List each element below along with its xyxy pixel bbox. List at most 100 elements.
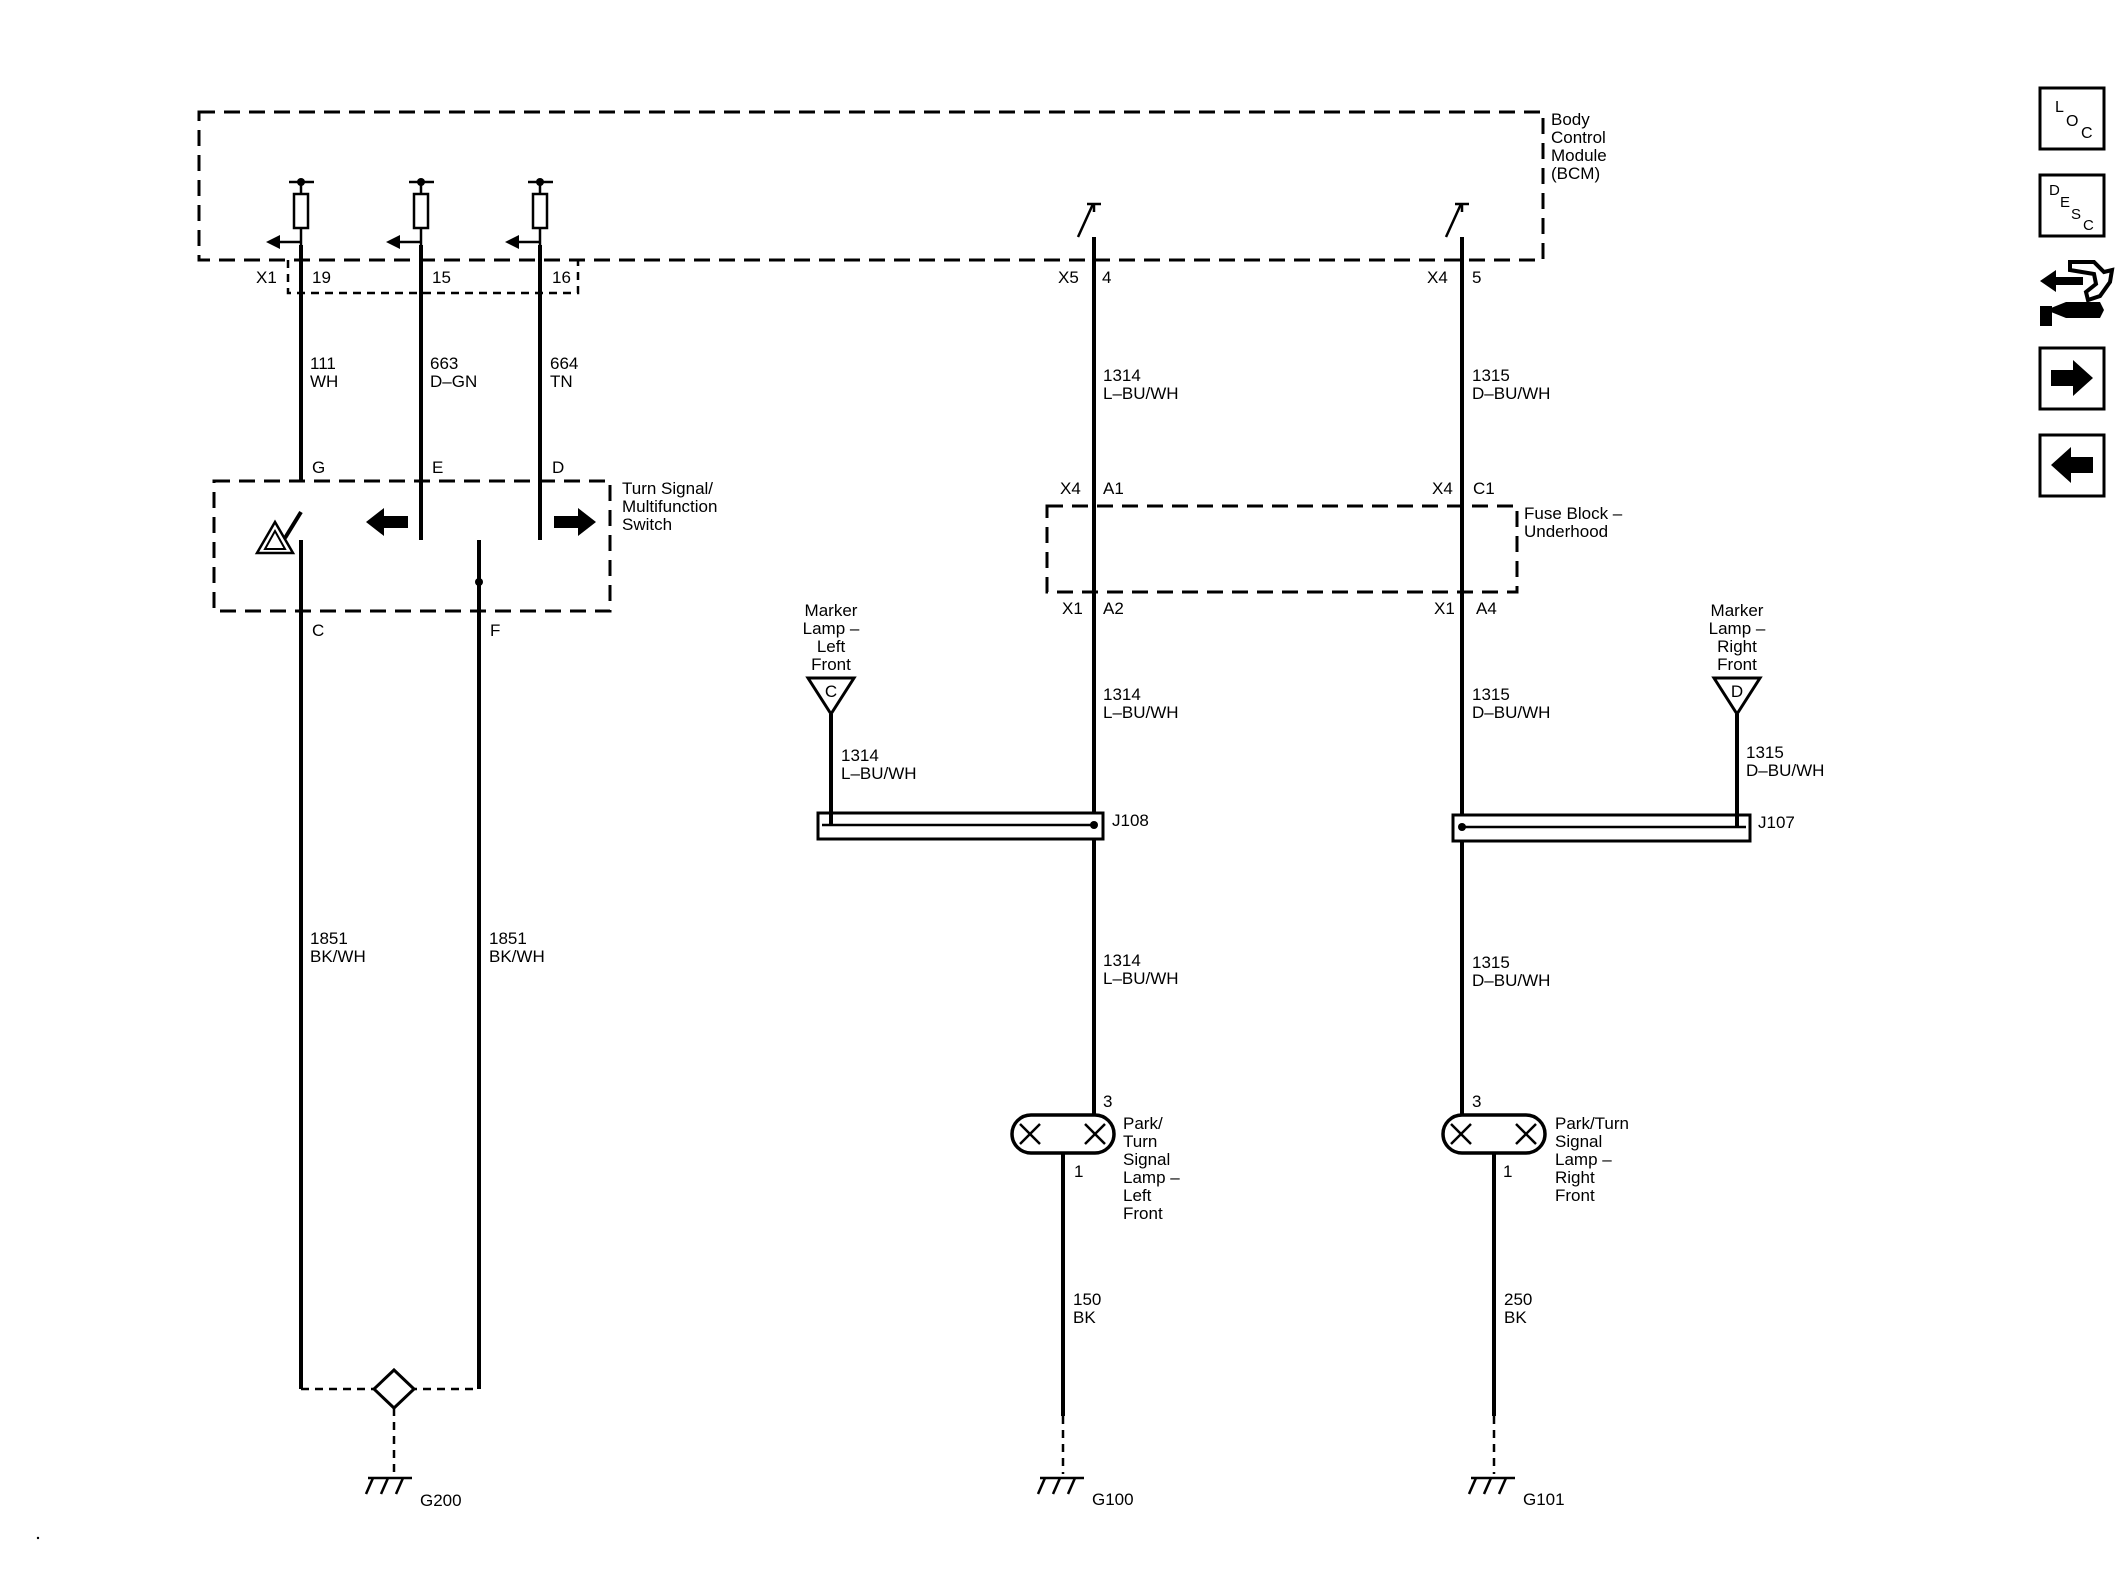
lamp-right-label-line-2: Signal xyxy=(1555,1132,1602,1151)
bcm-label-line-3: Module xyxy=(1551,146,1607,165)
bcm-pin-16: 16 xyxy=(552,268,571,287)
wire-111-circuit: 111 xyxy=(310,354,336,373)
wire-664-color: TN xyxy=(550,372,573,391)
previous-page-button[interactable] xyxy=(2038,433,2106,498)
wire-1315-c-color: D–BU/WH xyxy=(1472,971,1550,990)
splice-j108-label: J108 xyxy=(1112,811,1149,830)
wire-1851-left-color: BK/WH xyxy=(310,947,366,966)
wire-1851-right-color: BK/WH xyxy=(489,947,545,966)
loc-letter-2: O xyxy=(2066,113,2078,130)
lamp-right-label-line-4: Right xyxy=(1555,1168,1595,1187)
lamp-left-label-line-4: Lamp – xyxy=(1123,1168,1180,1187)
next-page-button[interactable] xyxy=(2038,346,2106,411)
desc-icon: D E S C xyxy=(2049,182,2094,234)
wire-663-color: D–GN xyxy=(430,372,477,391)
ground-g100: G100 xyxy=(1036,1476,1134,1509)
wire-1315-a-color: D–BU/WH xyxy=(1472,384,1550,403)
bcm-driver-16 xyxy=(505,178,553,249)
connector-tool-button[interactable] xyxy=(2040,260,2115,326)
wire-1314-c-circuit: 1314 xyxy=(1103,951,1141,970)
wire-1314-b-circuit: 1314 xyxy=(1103,685,1141,704)
loc-letter-1: L xyxy=(2055,99,2064,116)
marker-right-label-line-1: Marker xyxy=(1711,601,1764,620)
marker-right-label-line-2: Lamp – xyxy=(1709,619,1766,638)
bcm-connector-x4: X4 xyxy=(1427,268,1448,287)
ground-g101-label: G101 xyxy=(1523,1490,1565,1509)
park-turn-lamp-right-front: 3 1 Park/Turn Signal Lamp – Right Front xyxy=(1441,1092,1629,1205)
fuse-block-pin-a1: A1 xyxy=(1103,479,1124,498)
ground-g100-label: G100 xyxy=(1092,1490,1134,1509)
fuse-block-underhood: Fuse Block – Underhood X4 A1 X4 C1 X1 A2… xyxy=(1045,479,1623,618)
marker-right-label-line-3: Right xyxy=(1717,637,1757,656)
lamp-right-label-line-3: Lamp – xyxy=(1555,1150,1612,1169)
bcm-switch-4 xyxy=(1076,202,1101,238)
wire-1314-marker-circuit: 1314 xyxy=(841,746,879,765)
marker-left-pin: C xyxy=(825,682,837,701)
bcm-label-line-1: Body xyxy=(1551,110,1590,129)
switch-pin-f: F xyxy=(490,621,500,640)
wire-250-color: BK xyxy=(1504,1308,1527,1327)
bcm-driver-15 xyxy=(386,178,434,249)
splice-j108: J108 xyxy=(816,811,1149,841)
turn-right-arrow-icon xyxy=(554,508,596,536)
lamp-left-label-line-6: Front xyxy=(1123,1204,1163,1223)
marker-right-pin: D xyxy=(1731,682,1743,701)
switch-pin-g: G xyxy=(312,458,325,477)
arrow-left-icon xyxy=(2051,447,2093,483)
marker-left-label-line-2: Lamp – xyxy=(803,619,860,638)
bcm-driver-19 xyxy=(266,178,314,249)
marker-left-label-line-1: Marker xyxy=(805,601,858,620)
wire-1314-c-color: L–BU/WH xyxy=(1103,969,1179,988)
wire-1314-a-color: L–BU/WH xyxy=(1103,384,1179,403)
wire-1315-a-circuit: 1315 xyxy=(1472,366,1510,385)
wire-1315-marker-circuit: 1315 xyxy=(1746,743,1784,762)
wire-1851-left-circuit: 1851 xyxy=(310,929,348,948)
lamp-right-pin-3: 3 xyxy=(1472,1092,1481,1111)
turn-left-arrow-icon xyxy=(366,508,408,536)
bcm-module: Body Control Module (BCM) xyxy=(197,110,1607,295)
ground-g200-label: G200 xyxy=(420,1491,462,1510)
fuse-block-label-line-1: Fuse Block – xyxy=(1524,504,1623,523)
fuse-block-pin-a4: A4 xyxy=(1476,599,1497,618)
bcm-label-line-2: Control xyxy=(1551,128,1606,147)
lamp-left-pin-1: 1 xyxy=(1074,1162,1083,1181)
arrow-right-icon xyxy=(2051,360,2093,396)
wire-1315-b-circuit: 1315 xyxy=(1472,685,1510,704)
switch-label-line-1: Turn Signal/ xyxy=(622,479,713,498)
wire-150-circuit: 150 xyxy=(1073,1290,1101,1309)
fuse-block-x4-right: X4 xyxy=(1432,479,1453,498)
wire-1851-right-circuit: 1851 xyxy=(489,929,527,948)
switch-pin-d: D xyxy=(552,458,564,477)
marker-left-label-line-4: Front xyxy=(811,655,851,674)
splice-j107: J107 xyxy=(1451,813,1795,843)
wire-250-circuit: 250 xyxy=(1504,1290,1532,1309)
loc-letter-3: C xyxy=(2081,125,2093,142)
loc-button[interactable]: L O C xyxy=(2038,86,2106,151)
lamp-left-label-line-2: Turn xyxy=(1123,1132,1157,1151)
switch-pin-c: C xyxy=(312,621,324,640)
desc-letter-4: C xyxy=(2083,217,2094,234)
marker-left-label-line-3: Left xyxy=(817,637,846,656)
fuse-block-pin-a2: A2 xyxy=(1103,599,1124,618)
marker-right-label-line-4: Front xyxy=(1717,655,1757,674)
lamp-left-label-line-5: Left xyxy=(1123,1186,1152,1205)
splice-j107-label: J107 xyxy=(1758,813,1795,832)
wire-150-color: BK xyxy=(1073,1308,1096,1327)
bcm-pin-15: 15 xyxy=(432,268,451,287)
bcm-pin-19: 19 xyxy=(312,268,331,287)
ground-g200: G200 xyxy=(364,1476,462,1510)
lamp-right-label-line-5: Front xyxy=(1555,1186,1595,1205)
wire-1314-b-color: L–BU/WH xyxy=(1103,703,1179,722)
wire-1314-marker-color: L–BU/WH xyxy=(841,764,917,783)
ground-g101: G101 xyxy=(1467,1476,1565,1509)
wire-664-circuit: 664 xyxy=(550,354,578,373)
connector-tool-icon xyxy=(2040,260,2115,326)
loc-icon: L O C xyxy=(2055,99,2093,142)
ground-splice-diamond xyxy=(371,1367,417,1411)
turn-signal-switch: Turn Signal/ Multifunction Switch G E D … xyxy=(212,458,717,640)
lamp-left-label-line-1: Park/ xyxy=(1123,1114,1163,1133)
bcm-connector-x1: X1 xyxy=(256,268,277,287)
desc-button[interactable]: D E S C xyxy=(2038,173,2106,238)
switch-pin-e: E xyxy=(432,458,443,477)
bcm-label-line-4: (BCM) xyxy=(1551,164,1600,183)
